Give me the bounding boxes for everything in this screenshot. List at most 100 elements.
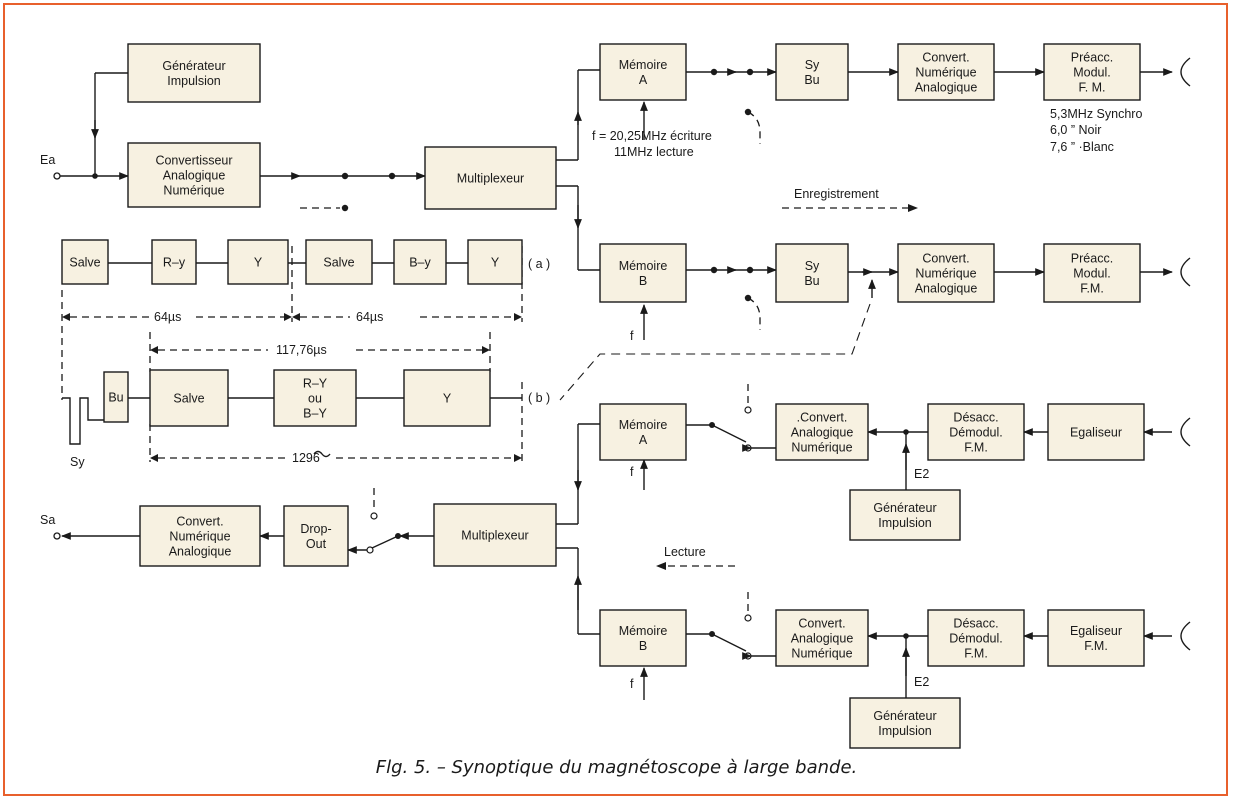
e2-label-b: E2	[914, 675, 929, 689]
block-box	[599, 43, 687, 101]
block-box	[599, 609, 687, 667]
enregistrement-label: Enregistrement	[794, 187, 879, 201]
f-label-b-top: f	[630, 329, 634, 343]
t64-second-label: 64µs	[356, 310, 383, 324]
block-text: Salve	[323, 256, 354, 270]
block-text: Convert.	[922, 51, 969, 65]
block-text: B	[639, 274, 647, 288]
block-text: F.M.	[964, 647, 988, 661]
block-text: B–y	[409, 256, 431, 270]
block-text: Numérique	[915, 66, 976, 80]
block-box	[1047, 609, 1145, 667]
block-box	[149, 369, 229, 427]
block-dropout: Drop-Out	[283, 505, 349, 567]
block-text: Convert.	[922, 252, 969, 266]
block-text: B	[639, 639, 647, 653]
block-text: R–Y	[303, 377, 328, 391]
sa-terminal	[53, 532, 61, 540]
block-box	[897, 43, 995, 101]
block-text: Modul.	[1073, 267, 1111, 281]
block-preacc-mid: Préacc.Modul.F.M.	[1043, 243, 1141, 303]
block-box	[927, 609, 1025, 667]
block-text: F.M.	[1080, 282, 1104, 296]
block-text: Mémoire	[619, 259, 668, 273]
block-box	[433, 503, 557, 567]
block-text: Analogique	[791, 632, 854, 646]
block-box	[849, 489, 961, 541]
block-text: Numérique	[169, 530, 230, 544]
block-tl-salve1: Salve	[61, 239, 109, 285]
sy-pulse-label: Sy	[70, 455, 85, 469]
block-text: Générateur	[162, 59, 225, 73]
block-text: Préacc.	[1071, 252, 1113, 266]
block-text: Bu	[108, 391, 123, 405]
block-text: Analogique	[163, 169, 226, 183]
block-text: Drop-	[300, 522, 331, 536]
block-text: Convertisseur	[155, 154, 232, 168]
block-text: R–y	[163, 256, 186, 270]
block-text: Egaliseur	[1070, 426, 1122, 440]
block-text: Générateur	[873, 709, 936, 723]
block-tl-y2: Y	[467, 239, 523, 285]
block-text: Numérique	[915, 267, 976, 281]
block-box	[61, 239, 109, 285]
f-label-a-play: f	[630, 465, 634, 479]
block-text: F.M.	[964, 441, 988, 455]
e2-label-a: E2	[914, 467, 929, 481]
block-box	[403, 369, 491, 427]
block-text: Multiplexeur	[461, 529, 528, 543]
block-box	[393, 239, 447, 285]
sa-label: Sa	[40, 513, 55, 527]
block-text: Impulsion	[878, 516, 932, 530]
block-text: Analogique	[169, 545, 232, 559]
freq-read-label: 11MHz lecture	[614, 145, 694, 159]
block-box	[775, 609, 869, 667]
block-tl-y3: Y	[403, 369, 491, 427]
block-tl-ry: R–y	[151, 239, 197, 285]
block-text: Modul.	[1073, 66, 1111, 80]
block-box	[127, 43, 261, 103]
blocks-layer: GénérateurImpulsionConvertisseurAnalogiq…	[61, 43, 1145, 749]
block-desacc-b: Désacc.Démodul.F.M.	[927, 609, 1025, 667]
block-text: Bu	[804, 274, 819, 288]
block-box	[897, 243, 995, 303]
block-text: Y	[491, 256, 500, 270]
block-box	[1047, 403, 1145, 461]
block-box	[1043, 243, 1141, 303]
block-box	[273, 369, 357, 427]
block-text: Démodul.	[949, 426, 1003, 440]
block-text: Démodul.	[949, 632, 1003, 646]
block-text: Préacc.	[1071, 51, 1113, 65]
block-box	[599, 243, 687, 303]
block-box	[775, 43, 849, 101]
block-egal-a: Egaliseur	[1047, 403, 1145, 461]
block-text: Numérique	[791, 441, 852, 455]
block-box	[151, 239, 197, 285]
block-text: F. M.	[1078, 81, 1105, 95]
block-text: Analogique	[915, 282, 978, 296]
block-text: .Convert.	[797, 411, 848, 425]
block-text: A	[639, 73, 648, 87]
block-text: Numérique	[163, 184, 224, 198]
block-mux-play: Multiplexeur	[433, 503, 557, 567]
block-text: F.M.	[1084, 639, 1108, 653]
block-text: Salve	[173, 392, 204, 406]
block-box	[1043, 43, 1141, 101]
block-text: A	[639, 433, 648, 447]
t117-label: 117,76µs	[276, 343, 327, 357]
block-text: Convert.	[798, 617, 845, 631]
block-box	[305, 239, 373, 285]
block-text: Multiplexeur	[457, 172, 524, 186]
block-box	[775, 243, 849, 303]
block-preacc-top: Préacc.Modul.F. M.	[1043, 43, 1141, 101]
block-tl-bu: Bu	[103, 371, 129, 423]
